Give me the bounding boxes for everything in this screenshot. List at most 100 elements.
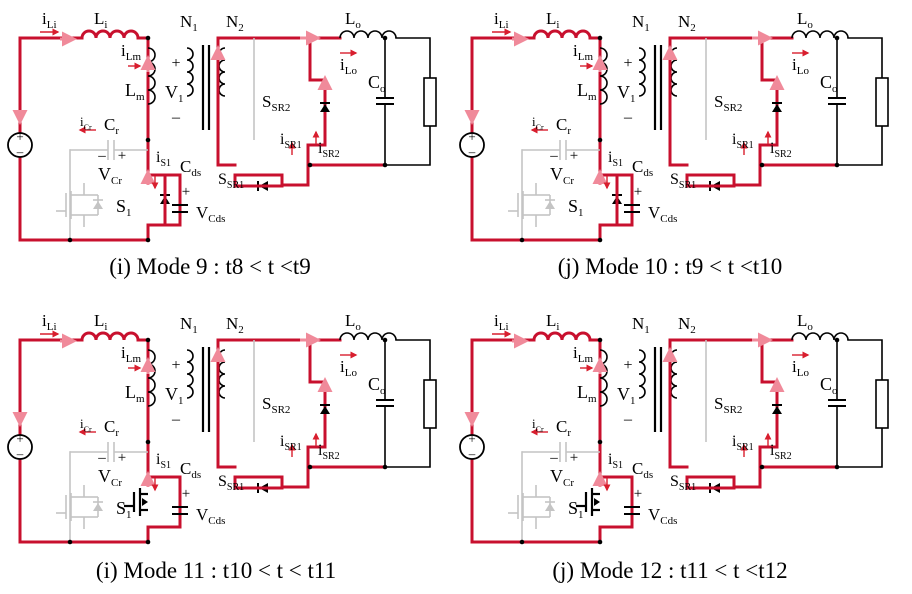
input-inductor-li: [532, 331, 592, 341]
label-iLm: iLm: [573, 41, 593, 63]
junction-dot: [67, 539, 73, 545]
source-minus-sign: –: [16, 446, 24, 461]
label-SSR1: SSR1: [670, 473, 696, 493]
label-Lm: Lm: [125, 80, 145, 103]
label-iCr: iCr: [532, 416, 544, 434]
ssr1-path-wire: [685, 173, 736, 188]
ssr1-path-wire: [685, 475, 736, 490]
label-iLi: iLi: [42, 9, 57, 31]
secondary-winding: [670, 349, 678, 399]
vcds-plus-sign: +: [182, 486, 190, 502]
input-inductor-li: [532, 29, 592, 39]
junction-dot: [759, 162, 765, 168]
label-iSR1: iSR1: [280, 131, 302, 151]
primary-winding: [186, 47, 194, 97]
v1-minus-sign: –: [623, 109, 633, 126]
junction-dot: [597, 35, 603, 41]
junction-dot: [145, 137, 151, 143]
label-SSR1: SSR1: [218, 473, 244, 493]
junction-dot: [759, 464, 765, 470]
label-N1: N1: [180, 12, 198, 34]
junction-dot: [834, 35, 840, 41]
label-Co: Co: [368, 72, 386, 95]
label-Lo: Lo: [797, 9, 813, 31]
input-inductor-li: [80, 331, 140, 341]
dc-source: [7, 132, 33, 158]
ssr2-path-wire: [233, 338, 327, 489]
aux-switch: [56, 485, 103, 529]
label-Co: Co: [820, 374, 838, 397]
label-Cds: Cds: [180, 459, 201, 481]
label-Cds: Cds: [632, 157, 653, 179]
label-iLm: iLm: [121, 343, 141, 365]
vcds-plus-sign: +: [182, 184, 190, 200]
vcr-minus-sign: –: [97, 148, 106, 164]
ssr2-body-diode: [320, 104, 330, 112]
label-V1: V1: [617, 82, 636, 105]
primary-winding: [638, 47, 646, 97]
label-V1: V1: [165, 82, 184, 105]
label-N2: N2: [226, 314, 244, 336]
v1-plus-sign: +: [623, 55, 632, 72]
v1-plus-sign: +: [171, 55, 180, 72]
junction-dot: [382, 35, 388, 41]
label-Cr: Cr: [556, 115, 571, 137]
label-V1: V1: [617, 384, 636, 407]
aux-switch: [508, 183, 555, 227]
label-V1: V1: [165, 384, 184, 407]
panel-caption: (i) Mode 11 : t10 < t < t11: [96, 558, 336, 583]
v1-minus-sign: –: [623, 411, 633, 428]
label-iLm: iLm: [121, 41, 141, 63]
label-iLi: iLi: [42, 311, 57, 333]
junction-dot: [145, 337, 151, 343]
label-N1: N1: [632, 314, 650, 336]
ssr2-body-diode: [772, 406, 782, 414]
label-N2: N2: [678, 12, 696, 34]
label-iS1: iS1: [156, 451, 171, 471]
junction-dot: [145, 539, 151, 545]
label-Lo: Lo: [345, 9, 361, 31]
secondary-winding: [670, 47, 678, 97]
label-Li: Li: [546, 311, 559, 333]
source-minus-sign: –: [16, 144, 24, 159]
primary-winding: [638, 349, 646, 399]
panel-caption: (j) Mode 12 : t11 < t <t12: [552, 558, 787, 583]
label-Lm: Lm: [577, 382, 597, 405]
ssr1-path-wire: [233, 173, 284, 188]
junction-dot: [67, 237, 73, 243]
label-iLo: iLo: [340, 357, 357, 379]
junction-dot: [382, 337, 388, 343]
junction-dot: [834, 464, 840, 470]
label-S1: S1: [116, 498, 132, 521]
panel-caption: (j) Mode 10 : t9 < t <t10: [558, 254, 783, 279]
junction-dot: [834, 162, 840, 168]
label-Lm: Lm: [125, 382, 145, 405]
source-minus-sign: –: [468, 446, 476, 461]
label-SSR2: SSR2: [262, 394, 290, 416]
junction-dot: [307, 162, 313, 168]
label-iLm: iLm: [573, 343, 593, 365]
source-plus-sign: +: [468, 431, 475, 446]
junction-dot: [597, 439, 603, 445]
ssr2-path-wire: [233, 36, 327, 187]
ssr1-path-wire: [233, 475, 284, 490]
label-VCds: VCds: [648, 505, 677, 527]
dc-source: [459, 434, 485, 460]
label-S1: S1: [568, 498, 584, 521]
junction-dot: [145, 35, 151, 41]
label-Cr: Cr: [104, 417, 119, 439]
label-Lo: Lo: [345, 311, 361, 333]
label-iSR2: iSR2: [770, 140, 792, 160]
junction-dot: [597, 337, 603, 343]
label-iSR2: iSR2: [318, 442, 340, 462]
label-Li: Li: [546, 9, 559, 31]
vcr-plus-sign: +: [570, 148, 578, 164]
label-iCr: iCr: [80, 114, 92, 132]
dc-source: [459, 132, 485, 158]
source-plus-sign: +: [16, 129, 23, 144]
